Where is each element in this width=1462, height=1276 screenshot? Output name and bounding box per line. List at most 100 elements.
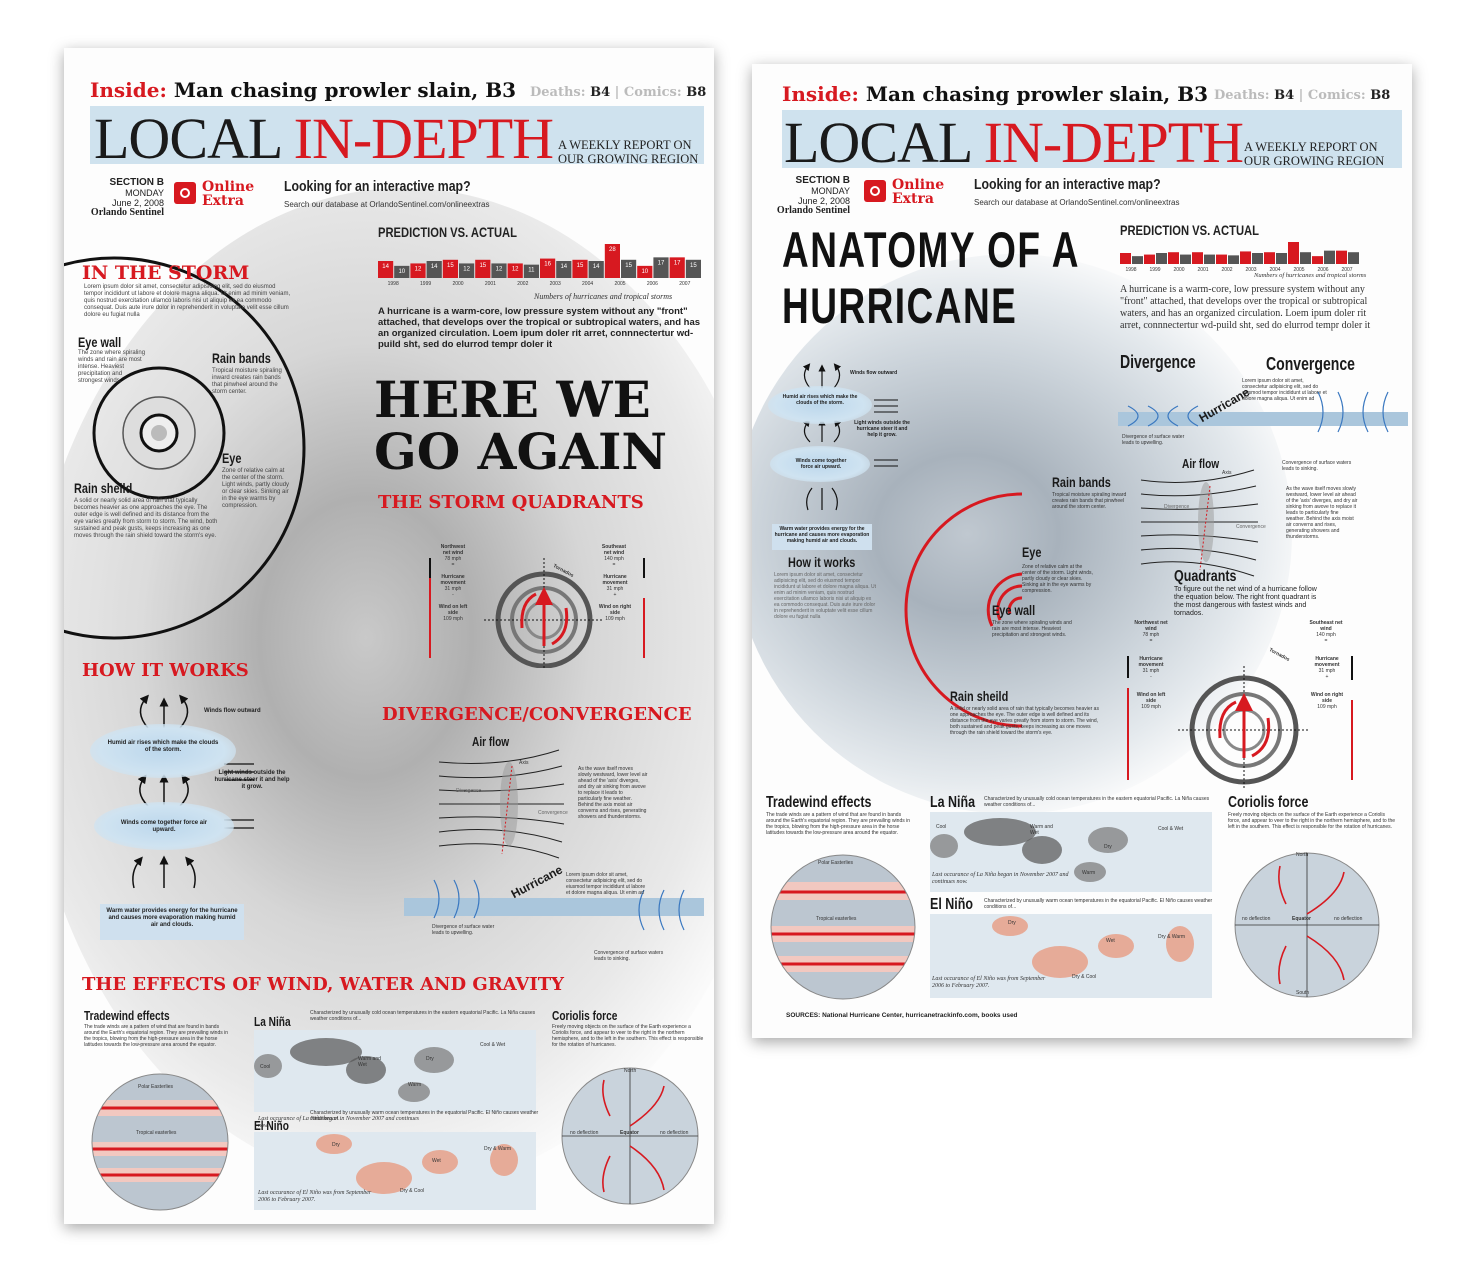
- la-nina-warm: Warm: [1082, 870, 1096, 876]
- axis-label: Axis: [1222, 470, 1232, 476]
- chart-bar: [1324, 250, 1335, 264]
- chart-bar: [1264, 252, 1275, 264]
- tradewind-heading: Tradewind effects: [766, 794, 872, 811]
- chart-tick-label: 2003: [550, 281, 561, 286]
- chart-tick-label: 2007: [679, 281, 690, 286]
- polar-easterlies: Polar Easterlies: [138, 1084, 174, 1090]
- chart-bar: [523, 264, 539, 278]
- cloud-shape: [94, 802, 234, 850]
- quadrant-diagram: [429, 558, 645, 668]
- wave-text: As the wave itself moves slowly westward…: [1286, 486, 1358, 540]
- chart-bar: [1156, 253, 1167, 264]
- humid-air-label: Humid air rises which make the clouds of…: [782, 394, 858, 406]
- chart-data-label: 14: [560, 264, 567, 270]
- winds-together-label: Winds come together force air upward.: [120, 820, 208, 833]
- la-nina-dry: Dry: [1104, 844, 1112, 850]
- chart-bar: [1120, 253, 1131, 264]
- eye-wall-text: The zone where spiraling winds and rain …: [78, 350, 146, 384]
- convergence-small: Convergence: [538, 810, 568, 816]
- air-flow-label: Air flow: [472, 734, 510, 749]
- cloud-shape: [90, 724, 236, 778]
- la-nina-heading: La Niña: [254, 1014, 291, 1029]
- interactive-map-link[interactable]: Looking for an interactive map?: [284, 178, 471, 195]
- chart-bar: [1144, 254, 1155, 264]
- prediction-title: PREDICTION VS. ACTUAL: [378, 224, 517, 240]
- no-deflection-right: no deflection: [660, 1130, 689, 1136]
- axis-label: Axis: [519, 760, 529, 766]
- eye-wall-label: Eye wall: [992, 602, 1036, 618]
- wave-text: As the wave itself moves slowly westward…: [578, 766, 648, 820]
- eye-wall-text: The zone where spiraling winds and rain …: [992, 620, 1072, 638]
- la-nina-text: Characterized by unusually cold ocean te…: [984, 796, 1210, 808]
- chart-tick-label: 2004: [582, 281, 593, 286]
- chart-data-label: 12: [415, 266, 422, 272]
- chart-bar: [1132, 256, 1143, 264]
- chart-bar: [1216, 254, 1227, 264]
- inside-teaser[interactable]: Inside: Man chasing prowler slain, B3: [782, 82, 1209, 106]
- warm-water-label: Warm water provides energy for the hurri…: [100, 904, 244, 940]
- chart-tick-label: 2004: [1269, 267, 1280, 272]
- chart-data-label: 12: [512, 266, 519, 272]
- air-flow-diagram: [1140, 469, 1259, 577]
- el-nino-text: Characterized by unusually warm ocean te…: [310, 1110, 539, 1122]
- warm-water-label: Warm water provides energy for the hurri…: [772, 524, 872, 550]
- in-the-storm-heading: IN THE STORM: [82, 262, 250, 284]
- el-nino-text: Characterized by unusually warm ocean te…: [984, 898, 1213, 910]
- convergence-surface: Convergence of surface waters leads to s…: [594, 950, 664, 962]
- chart-bar: [1168, 252, 1179, 264]
- quadrants-heading: Quadrants: [1174, 568, 1237, 585]
- rain-bands-text: Tropical moisture spiraling inward creat…: [212, 368, 282, 395]
- chart-data-label: 17: [674, 260, 681, 266]
- storm-lorem: Lorem ipsum dolor sit amet, consectetur …: [84, 284, 291, 318]
- la-nina-text: Characterized by unusually cold ocean te…: [310, 1010, 536, 1022]
- chart-tick-label: 1998: [388, 281, 399, 286]
- chart-tick-label: 2005: [1293, 267, 1304, 272]
- chart-data-label: 16: [544, 262, 551, 268]
- el-nino-heading: El Niño: [254, 1118, 289, 1133]
- el-nino-last: Last occurance of El Niño was from Septe…: [258, 1190, 372, 1203]
- convergence-surface: Convergence of surface waters leads to s…: [1282, 460, 1352, 472]
- coriolis-heading: Coriolis force: [552, 1008, 618, 1023]
- chart-data-label: 14: [382, 264, 389, 270]
- search-note: Search our database at OrlandoSentinel.c…: [974, 198, 1180, 207]
- coriolis-south: South: [1296, 990, 1310, 996]
- coriolis-globe: [561, 1067, 699, 1205]
- chart-bar: [394, 265, 410, 278]
- chart-bar: [669, 257, 685, 278]
- chart-tick-label: 2007: [1341, 267, 1352, 272]
- conv-lorem: Lorem ipsum dolor sit amet, consectetur …: [1242, 378, 1327, 402]
- la-nina-cool: Cool: [936, 824, 947, 830]
- el-nino-dry: Dry: [332, 1142, 340, 1148]
- winds-outward-label: Winds flow outward: [850, 370, 898, 376]
- prediction-caption: Numbers of hurricanes and tropical storm…: [534, 292, 673, 301]
- la-nina-warm-wet: Warm and Wet: [358, 1056, 381, 1068]
- inside-teaser[interactable]: Inside: Man chasing prowler slain, B3: [90, 78, 517, 102]
- cloud-shape: [768, 386, 872, 424]
- la-nina-cool-wet: Cool & Wet: [480, 1042, 506, 1048]
- masthead: LOCAL IN-DEPTH: [784, 110, 1244, 175]
- chart-tick-label: 2006: [1317, 267, 1328, 272]
- humid-air-label: Humid air rises which make the clouds of…: [107, 740, 219, 753]
- upwelling-diagram: [1118, 391, 1408, 433]
- coriolis-text: Freely moving objects on the surface of …: [552, 1024, 704, 1048]
- page-two: Inside: Man chasing prowler slain, B3 De…: [752, 64, 1412, 1038]
- how-it-works-heading: How it works: [788, 554, 856, 570]
- tradewind-globe: [770, 854, 916, 1000]
- el-nino-map-shapes: [992, 916, 1194, 978]
- chart-bar: [1276, 253, 1287, 264]
- chart-bar: [1204, 254, 1215, 264]
- chart-bar: [507, 263, 523, 278]
- chart-data-label: 10: [641, 269, 648, 275]
- chart-tick-label: 2000: [452, 281, 463, 286]
- chart-bar: [1348, 252, 1359, 264]
- interactive-map-link[interactable]: Looking for an interactive map?: [974, 176, 1161, 193]
- chart-data-label: 17: [658, 260, 665, 266]
